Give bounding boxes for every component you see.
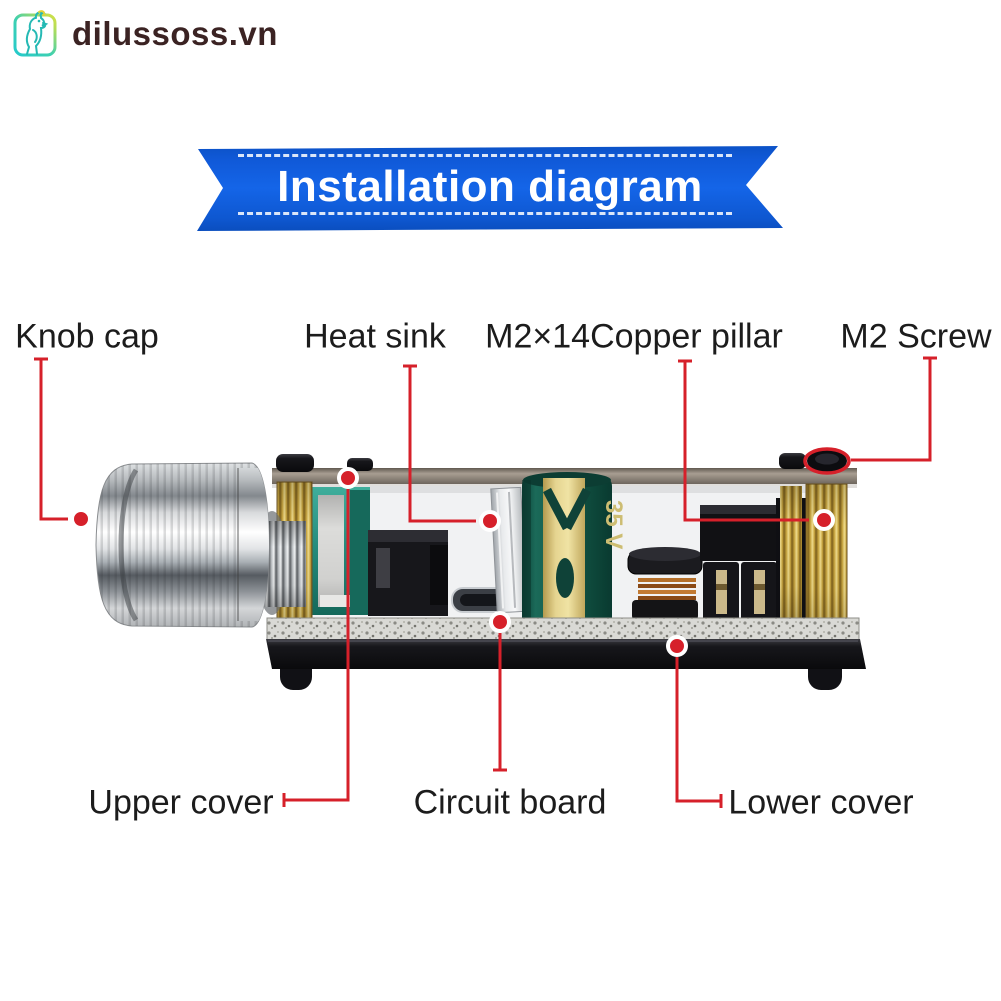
label-circuit-board: Circuit board	[413, 783, 607, 822]
label-lower-cover: Lower cover	[728, 783, 914, 822]
leader-lower-cover	[666, 635, 723, 808]
label-knob-cap: Knob cap	[15, 317, 159, 356]
leader-knob-cap	[34, 357, 92, 530]
leader-circuit-board	[489, 611, 511, 772]
pointer-dot-upper-cover	[337, 467, 359, 489]
capacitor-marking: 35 V	[600, 500, 627, 549]
banner-ribbon: Installation diagram	[197, 146, 783, 231]
banner-title: Installation diagram	[277, 162, 703, 211]
audio-jack-block	[368, 530, 448, 616]
potentiometer	[312, 487, 370, 615]
top-cap-mid	[347, 458, 373, 471]
pointer-dot-knob-cap	[70, 508, 92, 530]
product-photo: 35 V	[95, 450, 866, 690]
pointer-dot-copper-pillar	[813, 509, 835, 531]
label-heat-sink: Heat sink	[304, 317, 446, 356]
pointer-dot-circuit-board	[489, 611, 511, 633]
label-upper-cover: Upper cover	[88, 783, 274, 822]
knob-cap-photo	[95, 462, 270, 628]
annotations	[34, 356, 937, 808]
leader-upper-cover	[282, 467, 359, 807]
logo-text: dilussoss.vn	[72, 15, 278, 52]
copper-pillar-right	[805, 483, 848, 625]
inductor	[627, 547, 703, 620]
leader-heat-sink	[403, 364, 501, 532]
heat-sink-fin	[490, 486, 528, 614]
lower-cover-bar	[266, 639, 866, 669]
pointer-dot-heat-sink	[479, 510, 501, 532]
ribbon-dash-top	[238, 154, 732, 157]
top-cap-right	[779, 453, 806, 469]
pointer-dot-lower-cover	[666, 635, 688, 657]
copper-pillar-right-small	[780, 486, 802, 620]
label-copper-pillar: M2×14Copper pillar	[485, 317, 783, 356]
label-m2-screw: M2 Screw	[840, 317, 992, 356]
m2-screw-head	[807, 450, 847, 472]
parrot-icon	[13, 10, 57, 57]
ribbon-dash-bottom	[238, 212, 732, 215]
leader-copper-pillar	[678, 359, 835, 531]
top-cap-left	[276, 454, 314, 472]
capacitor: 35 V	[522, 472, 627, 628]
logo: dilussoss.vn	[10, 8, 278, 60]
screw-circle-outline	[803, 447, 851, 475]
bird-eye	[37, 19, 41, 23]
leader-m2-screw	[803, 356, 937, 475]
pcb-edge	[266, 617, 860, 641]
